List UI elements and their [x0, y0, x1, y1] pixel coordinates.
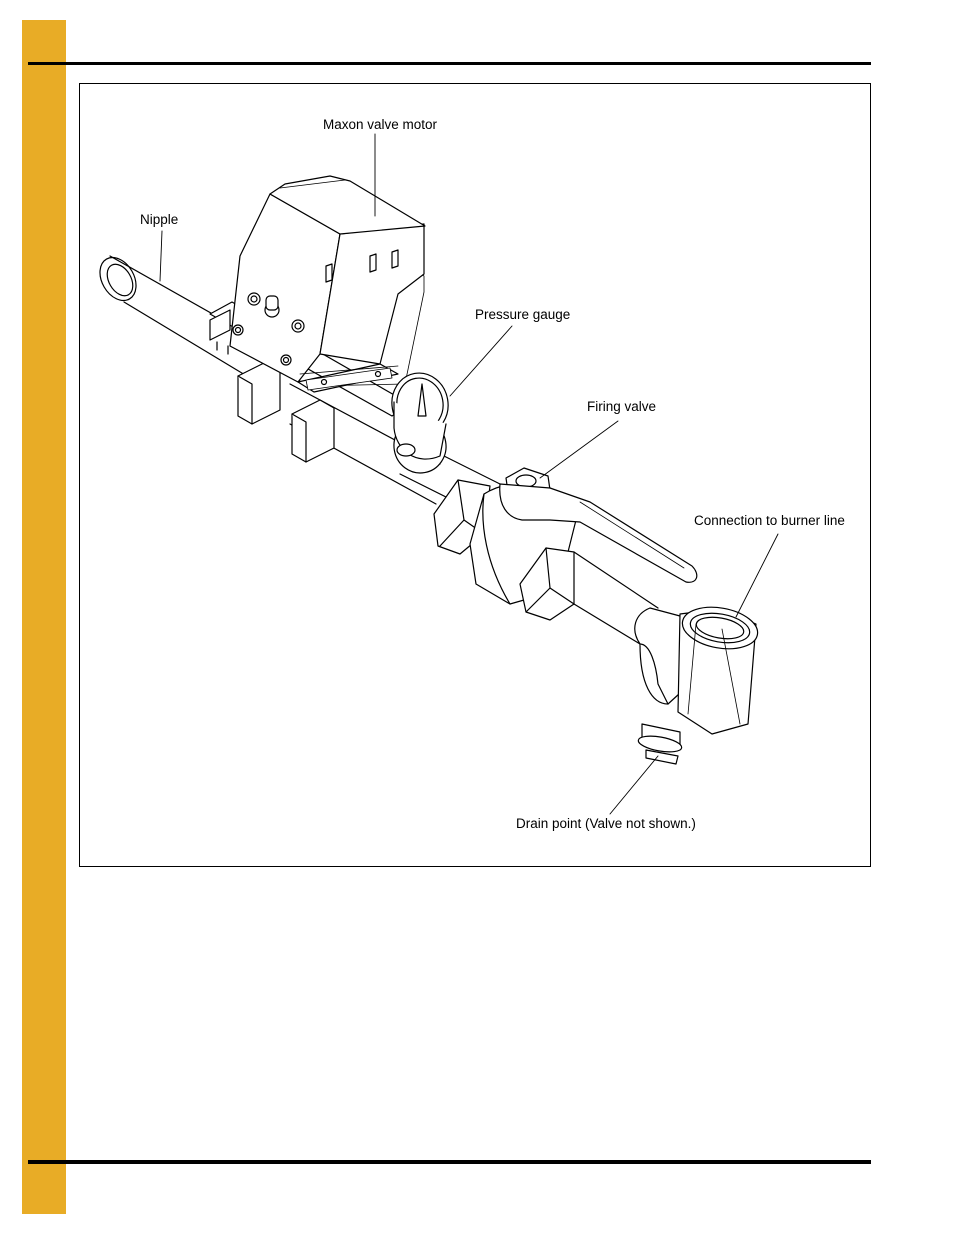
leader-gauge	[449, 325, 513, 397]
pressure-gauge	[391, 372, 449, 474]
leader-burner-line	[735, 533, 779, 618]
label-nipple: Nipple	[140, 212, 179, 227]
label-burner-connection: Connection to burner line	[694, 513, 845, 528]
burner-tee	[634, 606, 759, 735]
label-firing-valve: Firing valve	[587, 399, 657, 414]
side-color-bar	[22, 20, 66, 1214]
drain-bushing	[637, 723, 683, 765]
figure-frame: Maxon valve motor Nipple Pressure gauge …	[79, 83, 871, 867]
valve-train-illustration	[99, 133, 779, 815]
leader-nipple	[159, 230, 163, 282]
footer-rule	[28, 1160, 871, 1164]
pipe-downstream	[573, 551, 659, 645]
leader-firing-valve	[539, 420, 619, 479]
leader-drain	[609, 755, 659, 815]
header-rule	[28, 62, 871, 65]
label-pressure-gauge: Pressure gauge	[475, 307, 571, 322]
label-drain-point: Drain point (Valve not shown.)	[516, 816, 696, 831]
firing-valve	[469, 467, 698, 621]
valve-motor	[209, 175, 426, 417]
clamp-blocks	[237, 361, 335, 463]
label-valve-motor: Maxon valve motor	[323, 117, 438, 132]
leader-lines	[159, 133, 779, 815]
